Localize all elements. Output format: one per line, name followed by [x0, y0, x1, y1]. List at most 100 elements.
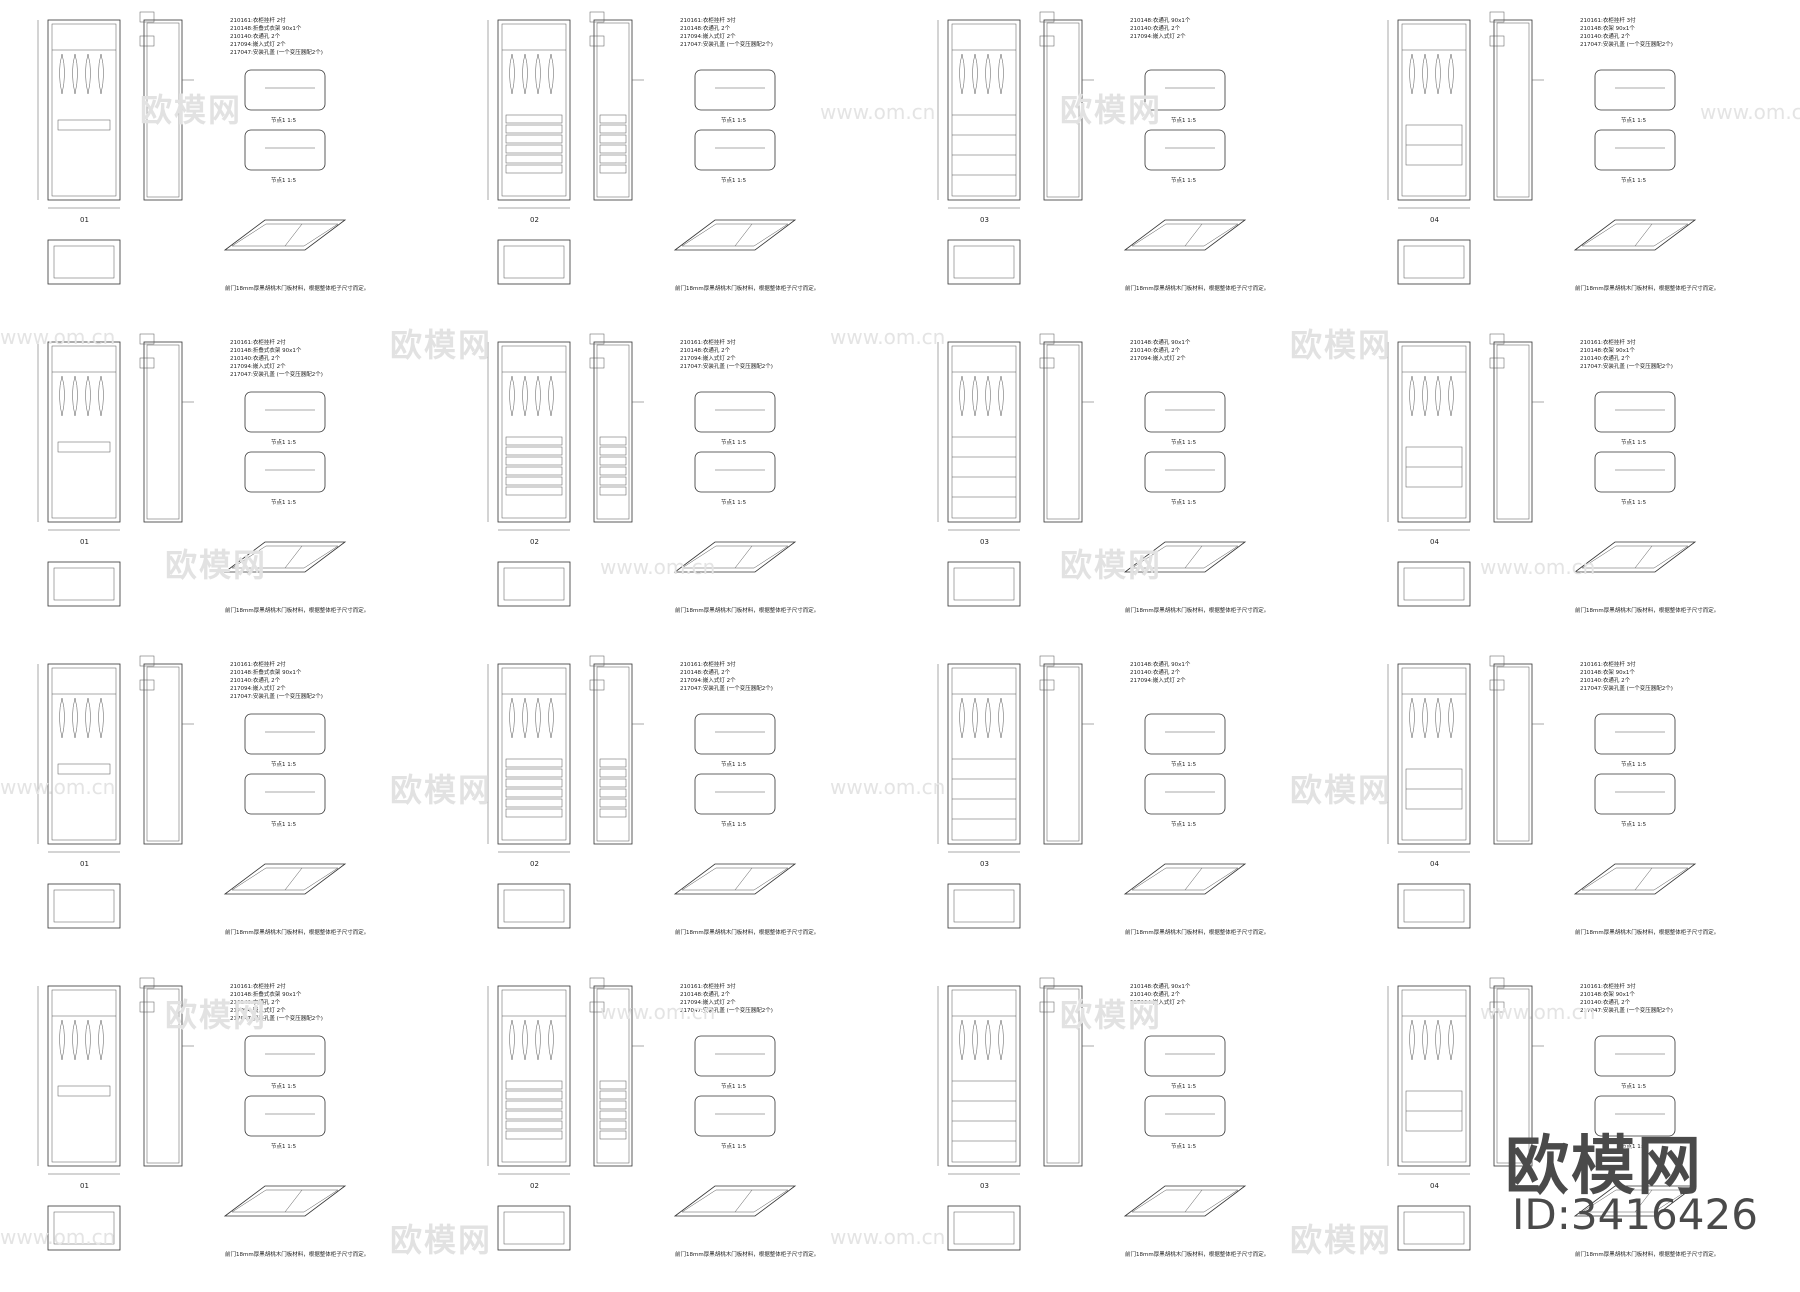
drawer — [505, 1120, 563, 1130]
footer-note: 前门18mm厚黑胡桃木门板材料，根据整体柜子尺寸而定。 — [675, 284, 819, 292]
watermark-brand: 欧模网 — [140, 91, 243, 129]
detail-caption: 节点1 1:5 — [1621, 760, 1647, 768]
spec-line: 210161:衣柜挂杆 2付 — [230, 338, 286, 346]
plan-view — [1397, 1205, 1471, 1251]
spec-line: 217047:安装孔盖 (一个变压器配2个) — [1580, 1006, 1673, 1014]
garment-outline — [1422, 697, 1428, 739]
front-inner — [51, 345, 117, 519]
garment-outline — [1435, 697, 1441, 739]
model-label: 02 — [530, 1182, 539, 1190]
detail-box — [694, 451, 776, 493]
detail-callout — [1489, 977, 1505, 989]
drawer-side — [599, 144, 627, 154]
iso-tray — [1123, 219, 1247, 251]
side-inner — [1046, 22, 1080, 198]
iso-tray-divider — [1634, 1189, 1653, 1213]
drawer — [505, 1130, 563, 1140]
watermark-brand: 欧模网 — [390, 326, 493, 364]
spec-line: 210148:衣通孔 2个 — [680, 346, 731, 354]
iso-tray-divider — [1184, 545, 1203, 569]
detail-box — [1594, 451, 1676, 493]
spec-line: 210148:衣通孔 90x1个 — [1130, 982, 1191, 990]
iso-tray-divider — [1184, 223, 1203, 247]
detail-caption: 节点1 1:5 — [1171, 760, 1197, 768]
detail-box — [1144, 773, 1226, 815]
detail-box — [244, 773, 326, 815]
watermark-brand: 欧模网 — [1290, 326, 1393, 364]
spec-line: 210148:衣架 90x1个 — [1580, 346, 1635, 354]
side-inner — [1046, 666, 1080, 842]
spec-line: 210140:衣通孔 2个 — [230, 676, 281, 684]
side-inner — [1046, 344, 1080, 520]
side-inner — [596, 22, 630, 198]
iso-tray-divider — [284, 867, 303, 891]
detail-caption: 节点1 1:5 — [1621, 438, 1647, 446]
garment-outline — [535, 1019, 541, 1061]
plan-inner — [1403, 245, 1465, 279]
detail-callout — [1489, 35, 1505, 47]
plan-inner — [503, 245, 565, 279]
drawer-side — [599, 436, 627, 446]
iso-tray-divider — [734, 867, 753, 891]
side-section — [143, 19, 183, 201]
side-inner — [596, 988, 630, 1164]
spec-line: 210148:衣通孔 90x1个 — [1130, 16, 1191, 24]
plan-inner — [53, 245, 115, 279]
iso-tray-inner — [1131, 545, 1239, 569]
garment-outline — [959, 697, 965, 739]
iso-tray-divider — [1634, 545, 1653, 569]
detail-box — [1594, 69, 1676, 111]
spec-line: 217047:安装孔盖 (一个变压器配2个) — [230, 692, 323, 700]
plan-inner — [503, 889, 565, 923]
spec-line: 217094:嵌入式灯 2个 — [230, 1006, 286, 1014]
watermark-brand: 欧模网 — [390, 1221, 493, 1259]
drawer-side — [599, 124, 627, 134]
spec-line: 210148:衣通孔 2个 — [680, 24, 731, 32]
spec-line: 217094:嵌入式灯 2个 — [1130, 676, 1186, 684]
drawer — [505, 456, 563, 466]
front-elevation — [47, 341, 121, 523]
drawer-side — [599, 1110, 627, 1120]
detail-caption: 节点1 1:5 — [1621, 1082, 1647, 1090]
drawer-side — [599, 1120, 627, 1130]
plan-view — [1397, 883, 1471, 929]
iso-tray — [673, 541, 797, 573]
front-inner — [1401, 989, 1467, 1163]
watermark-url: www.om.cn — [0, 325, 116, 349]
detail-callout — [1039, 1001, 1055, 1013]
garment-outline — [535, 697, 541, 739]
garment-outline — [509, 697, 515, 739]
garment-outline — [59, 375, 65, 417]
front-inner — [1401, 23, 1467, 197]
spec-line: 217047:安装孔盖 (一个变压器配2个) — [1580, 684, 1673, 692]
spec-line: 210140:衣通孔 2个 — [1580, 676, 1631, 684]
iso-tray-inner — [1131, 1189, 1239, 1213]
model-label: 01 — [80, 538, 89, 546]
side-inner — [1496, 344, 1530, 520]
watermark-url: www.om.cn — [820, 100, 936, 124]
spec-line: 210161:衣柜挂杆 3付 — [1580, 982, 1636, 990]
garment-outline — [959, 1019, 965, 1061]
watermark-brand: 欧模网 — [1060, 996, 1163, 1034]
garment-outline — [1409, 53, 1415, 95]
detail-caption: 节点1 1:5 — [1621, 498, 1647, 506]
spec-line: 210148:折叠式衣架 90x1个 — [230, 668, 302, 676]
plan-view — [497, 561, 571, 607]
front-inner — [51, 23, 117, 197]
side-section — [1043, 19, 1083, 201]
detail-caption: 节点1 1:5 — [271, 498, 297, 506]
footer-note: 前门18mm厚黑胡桃木门板材料，根据整体柜子尺寸而定。 — [225, 284, 369, 292]
garment-outline — [522, 697, 528, 739]
garment-outline — [72, 53, 78, 95]
garment-outline — [1422, 53, 1428, 95]
model-label: 04 — [1430, 538, 1439, 546]
detail-box — [244, 451, 326, 493]
detail-box — [1594, 129, 1676, 171]
detail-callout — [1489, 357, 1505, 369]
